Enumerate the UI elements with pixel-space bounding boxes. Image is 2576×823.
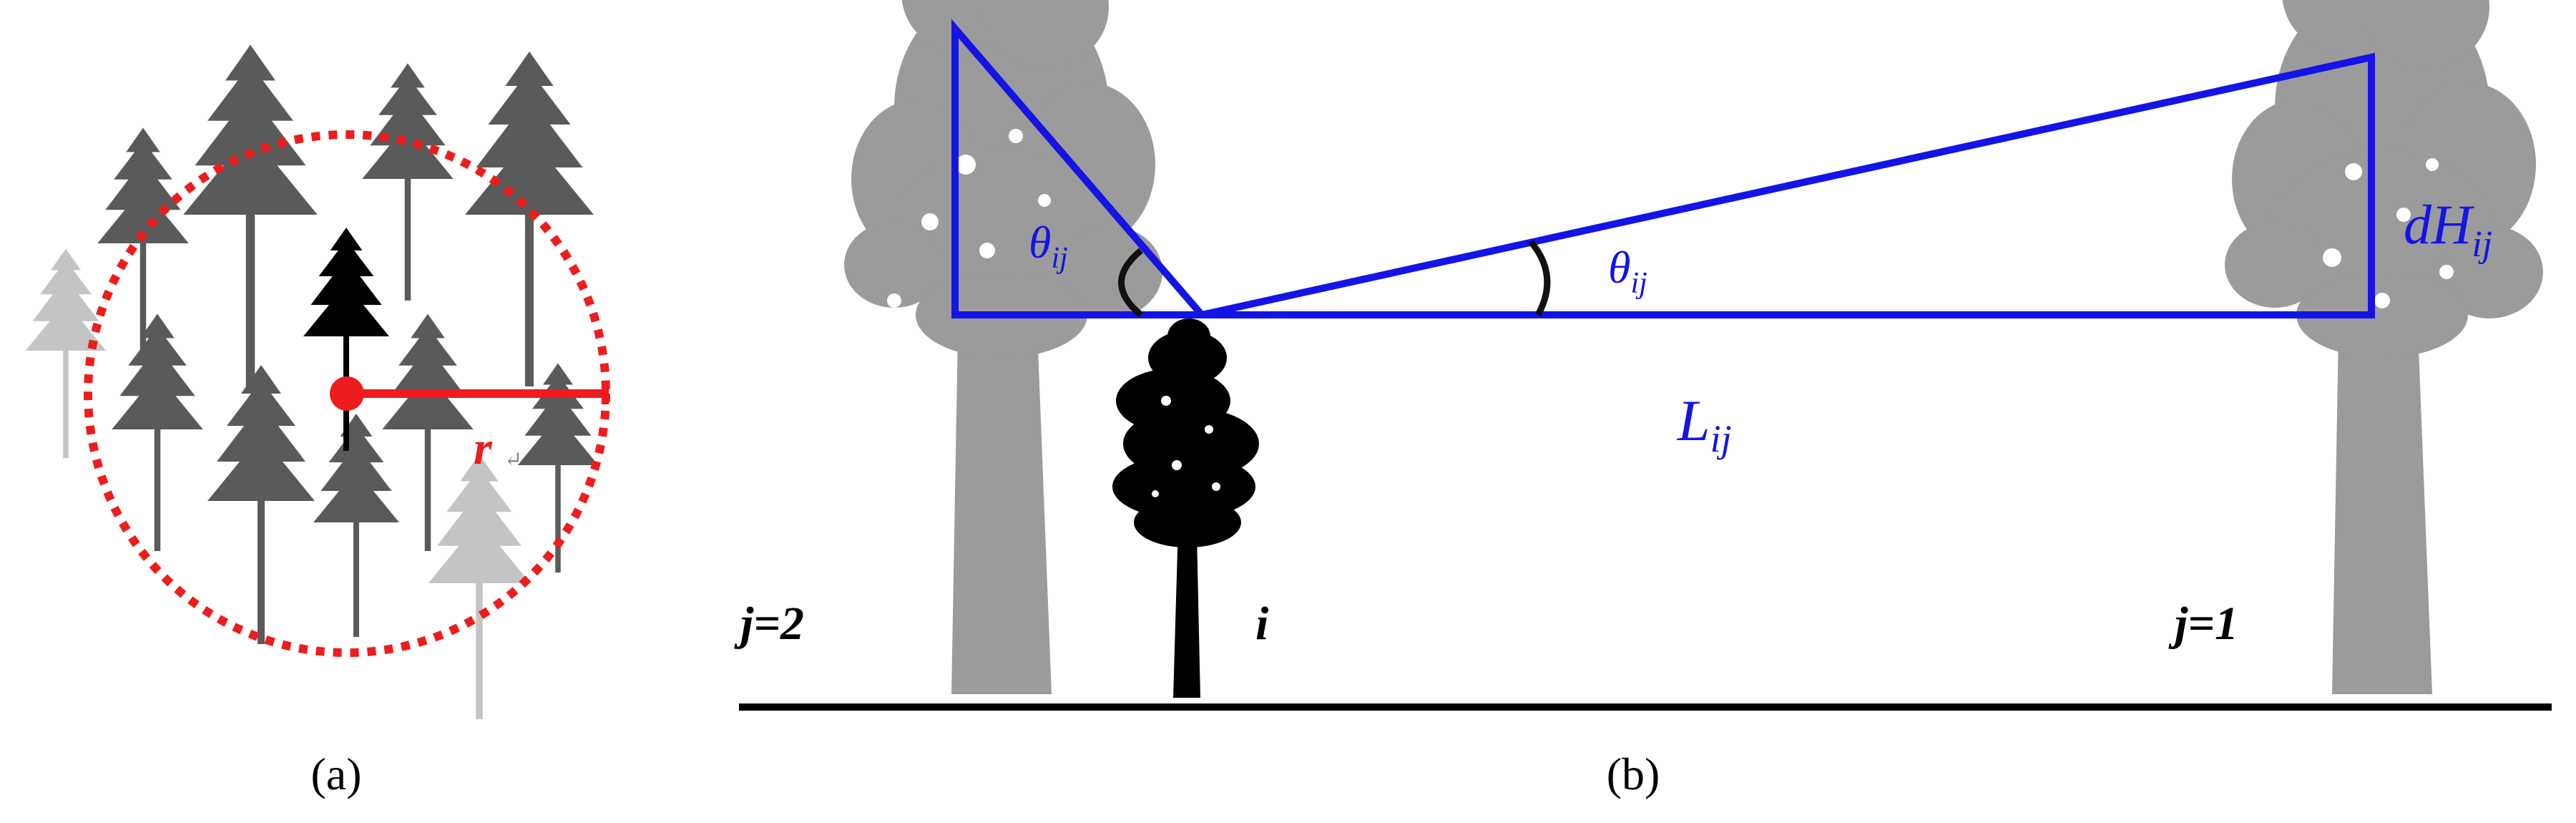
panel-b-caption: (b) xyxy=(1607,749,1660,799)
distance-label: Lij xyxy=(1677,388,1732,460)
panel-a-caption: (a) xyxy=(310,749,361,799)
neighbor-tree xyxy=(207,365,315,644)
neighbor-tree-j1 xyxy=(2225,0,2543,694)
angle-arc-right xyxy=(1528,240,1551,317)
foliage-gaps xyxy=(887,129,2454,308)
neighbor-tree xyxy=(362,63,454,301)
height-diff-label: dHij xyxy=(2404,193,2492,265)
focal-foliage-gaps xyxy=(1152,396,1220,497)
right-triangle xyxy=(1200,52,2375,318)
far-tree-bottom-right xyxy=(428,454,531,719)
left-triangle xyxy=(951,19,1205,318)
neighbor-tree xyxy=(112,313,203,551)
panel-a: r ↵ (a) xyxy=(25,44,610,799)
neighbor-tree-j2 xyxy=(844,0,1162,694)
radius-label: r xyxy=(474,422,493,474)
neighbor-tree xyxy=(382,313,474,551)
radius-mark: ↵ xyxy=(504,448,522,472)
neighbor-tree xyxy=(465,51,594,386)
tree-label-j2: j=2 xyxy=(734,598,804,650)
neighbor-tree xyxy=(313,414,399,637)
angle-label-left: θij xyxy=(1029,217,1068,275)
tree-label-j1: j=1 xyxy=(2168,598,2238,650)
focal-tree xyxy=(303,228,389,451)
geometry xyxy=(951,19,2375,318)
angle-label-right: θij xyxy=(1608,242,1647,300)
tree-label-i: i xyxy=(1255,598,1269,650)
neighbor-tree xyxy=(183,44,318,394)
focal-tree-i xyxy=(1112,318,1259,698)
neighbor-tree xyxy=(97,127,189,365)
angle-arc-left xyxy=(1118,248,1143,318)
panel-b: θij θij dHij Lij j=2 i j=1 (b) xyxy=(734,0,2552,799)
center-dot xyxy=(330,376,364,411)
